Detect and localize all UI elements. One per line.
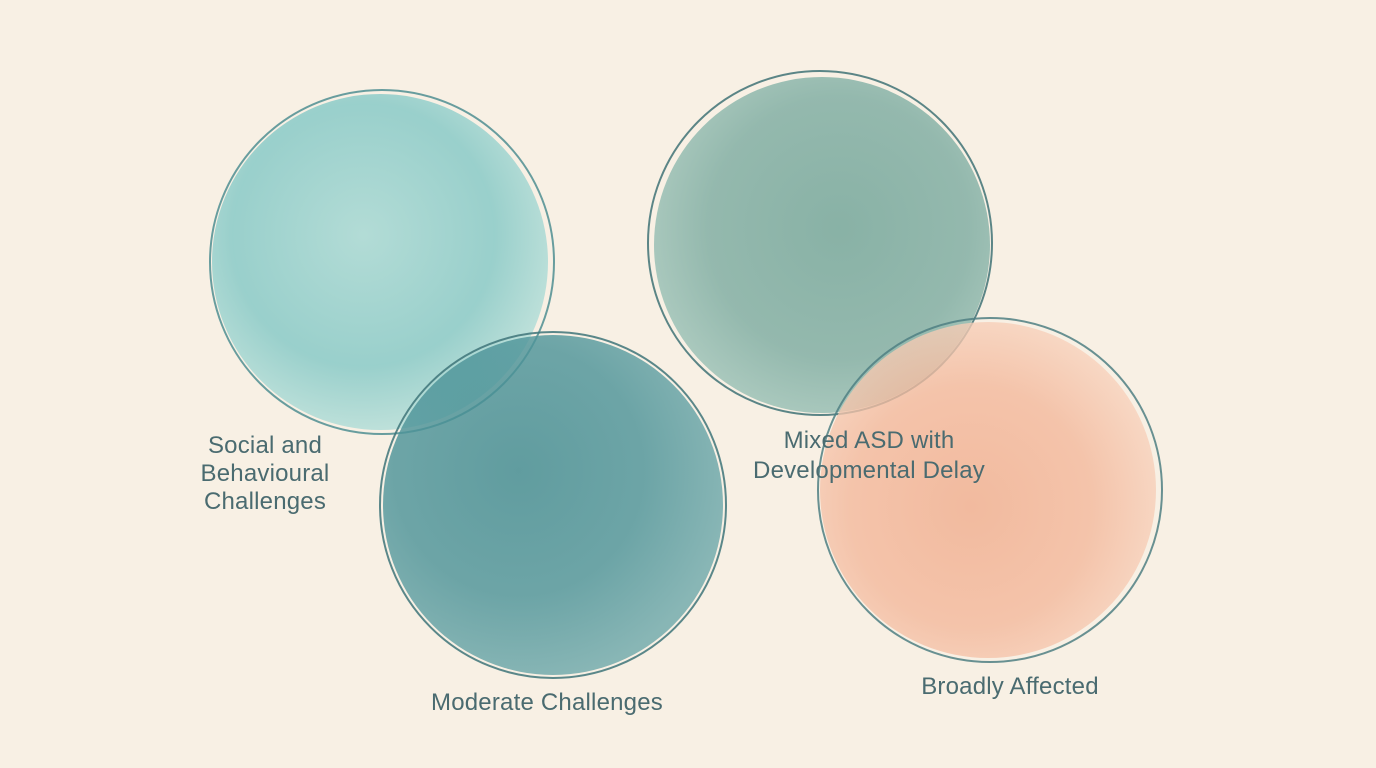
circle-moderate-fill [383,335,723,675]
label-broad-line-1: Broadly Affected [921,673,1099,700]
circle-mixed-fill [654,77,990,413]
circle-broad-fill [820,322,1156,658]
circle-broad-outline [817,317,1163,663]
label-social-line-2: Behavioural [200,460,330,487]
circle-broad [817,317,1163,663]
label-mixed-line-1: Mixed ASD with [783,427,955,454]
label-social-behavioural: Social and Behavioural Challenges [192,432,338,516]
label-moderate-challenges: Moderate Challenges [416,688,678,718]
label-moderate-line-1: Moderate Challenges [431,689,663,716]
circle-moderate-outline [379,331,727,679]
circle-mixed-outline [647,70,993,416]
circle-social-fill [212,94,548,430]
label-broadly-affected: Broadly Affected [900,672,1120,702]
circle-social-outline [209,89,555,435]
label-mixed-asd: Mixed ASD with Developmental Delay [738,426,1000,486]
circle-mixed [647,70,993,416]
label-mixed-line-2: Developmental Delay [753,457,985,484]
label-social-line-1: Social and [207,432,323,459]
circle-social [209,89,555,435]
circle-moderate [379,331,727,679]
label-social-line-3: Challenges [203,488,327,515]
